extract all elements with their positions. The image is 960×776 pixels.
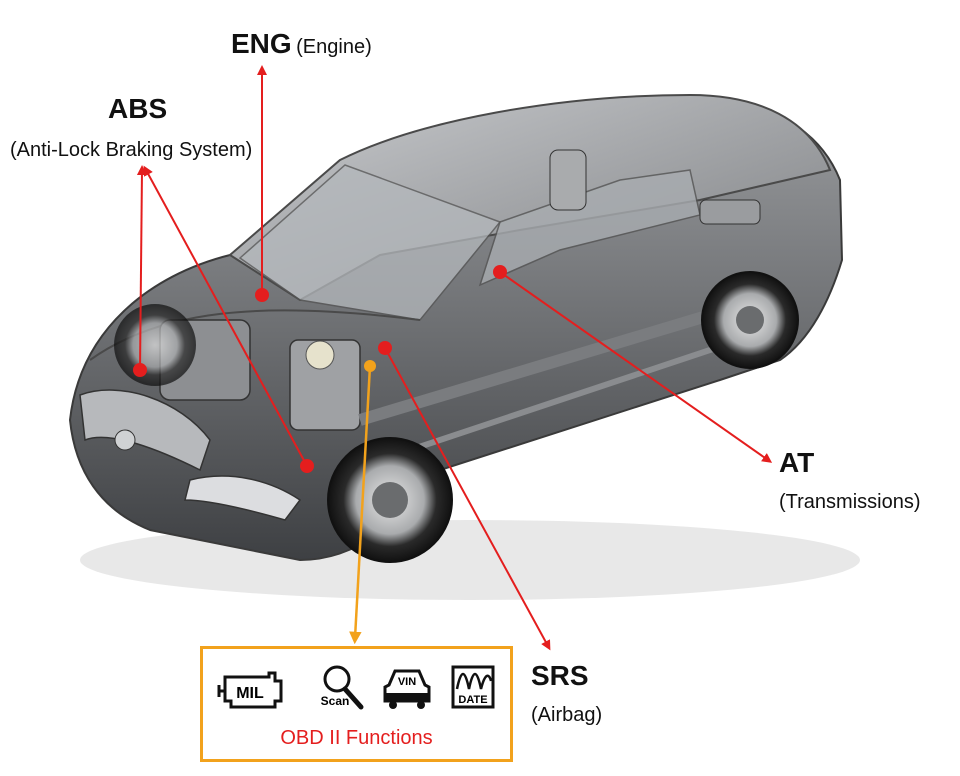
vin-icon: VIN — [383, 669, 431, 709]
srs-dot — [378, 341, 392, 355]
mil-icon: MIL — [217, 671, 283, 709]
at-pointer-line — [499, 271, 773, 463]
pointer-lines — [136, 65, 773, 651]
scan-icon-text: Scan — [321, 694, 350, 708]
abs-dot-front — [133, 363, 147, 377]
srs-code: SRS — [531, 660, 589, 691]
abs-code: ABS — [108, 93, 168, 124]
abs-dot-rear — [300, 459, 314, 473]
abs-desc: (Anti-Lock Braking System) — [10, 139, 253, 161]
eng-desc: (Engine) — [296, 36, 372, 58]
obd-pointer-line — [349, 365, 372, 645]
eng-label: ENG (Engine) — [231, 28, 372, 60]
at-code: AT — [779, 447, 815, 478]
srs-pointer-line — [384, 347, 551, 651]
vin-icon-text: VIN — [398, 676, 416, 688]
abs-pointer-line-left — [136, 165, 147, 371]
obd-functions-box: MIL Scan VIN DATE OBD II Functions — [200, 646, 513, 762]
at-dot — [493, 265, 507, 279]
mil-icon-text: MIL — [236, 685, 264, 702]
abs-pointer-line-right — [143, 165, 308, 467]
srs-desc: (Airbag) — [531, 704, 603, 726]
car-illustration — [68, 93, 860, 600]
at-desc: (Transmissions) — [779, 491, 921, 513]
date-icon-text: DATE — [458, 694, 487, 706]
date-icon: DATE — [451, 665, 495, 709]
eng-code: ENG — [231, 28, 292, 59]
location-dots — [133, 265, 507, 473]
scan-icon: Scan — [321, 665, 364, 710]
eng-dot — [255, 288, 269, 302]
obd-dot — [364, 360, 376, 372]
obd-functions-title: OBD II Functions — [280, 727, 433, 749]
